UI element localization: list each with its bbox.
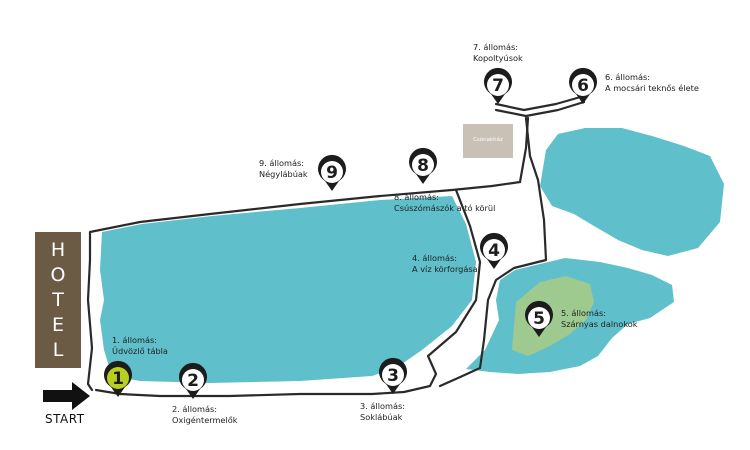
marker-disc	[483, 239, 505, 261]
station-6-marker[interactable]: 6	[569, 67, 598, 104]
boathouse-label: Csónakház	[473, 137, 503, 143]
station-number: 2	[187, 371, 199, 391]
station-number: 4	[488, 241, 500, 261]
station-number: 5	[533, 309, 545, 329]
station-number: 3	[387, 366, 399, 386]
hotel-label: H O T E L	[35, 238, 81, 363]
marker-disc	[572, 74, 594, 96]
main-lake	[100, 196, 476, 383]
north-lake	[540, 128, 724, 256]
hotel-sign	[35, 232, 81, 368]
trail-path	[86, 94, 586, 398]
start-label: START	[45, 412, 85, 426]
marker-disc	[412, 154, 434, 176]
station-number: 1	[112, 369, 124, 389]
marker-disc	[182, 369, 204, 391]
station-number: 9	[326, 163, 338, 183]
reed-island	[512, 276, 594, 356]
station-5-marker[interactable]: 5	[525, 300, 553, 337]
hotel-letter: O	[50, 264, 66, 286]
station-7-label: 7. állomás:Kopoltyúsok	[473, 42, 523, 63]
station-1-marker[interactable]: 1	[103, 360, 132, 397]
station-9-marker[interactable]: 9	[318, 154, 347, 191]
hotel-letter: L	[52, 339, 64, 361]
station-6-label: 6. állomás:A mocsári teknős élete	[605, 72, 699, 93]
station-5-label: 5. állomás:Szárnyas dalnokok	[561, 308, 638, 329]
start-arrow-icon	[43, 382, 90, 410]
station-3-marker[interactable]: 3	[379, 357, 408, 394]
marker-disc	[528, 307, 550, 329]
marker-disc	[321, 161, 343, 183]
station-2-label: 2. állomás:Oxigéntermelők	[172, 404, 238, 425]
station-3-label: 3. állomás:Soklábúak	[360, 401, 406, 422]
marker-disc	[107, 367, 129, 389]
station-markers: 1 2 3 4 5 6 7 8 9	[103, 67, 598, 399]
station-1-label: 1. állomás:Üdvözlő tábla	[112, 335, 168, 356]
station-number: 6	[577, 76, 589, 96]
station-8-marker[interactable]: 8	[409, 147, 438, 184]
station-7-marker[interactable]: 7	[484, 67, 513, 104]
boathouse-building: Csónakház	[463, 124, 513, 158]
hotel-letter: T	[52, 289, 64, 311]
station-4-label: 4. állomás:A víz körforgása	[412, 253, 478, 274]
hotel-letter: E	[51, 314, 64, 336]
station-number: 8	[417, 156, 429, 176]
hotel-letter: H	[50, 239, 66, 261]
marker-disc	[382, 364, 404, 386]
station-4-marker[interactable]: 4	[480, 232, 509, 269]
marker-disc	[487, 74, 509, 96]
station-2-marker[interactable]: 2	[179, 362, 208, 399]
station-8-label: 8. állomás:Csúszómászók a tó körül	[394, 192, 496, 213]
station-9-label: 9. állomás:Négylábúak	[259, 158, 308, 179]
station-number: 7	[492, 76, 504, 96]
